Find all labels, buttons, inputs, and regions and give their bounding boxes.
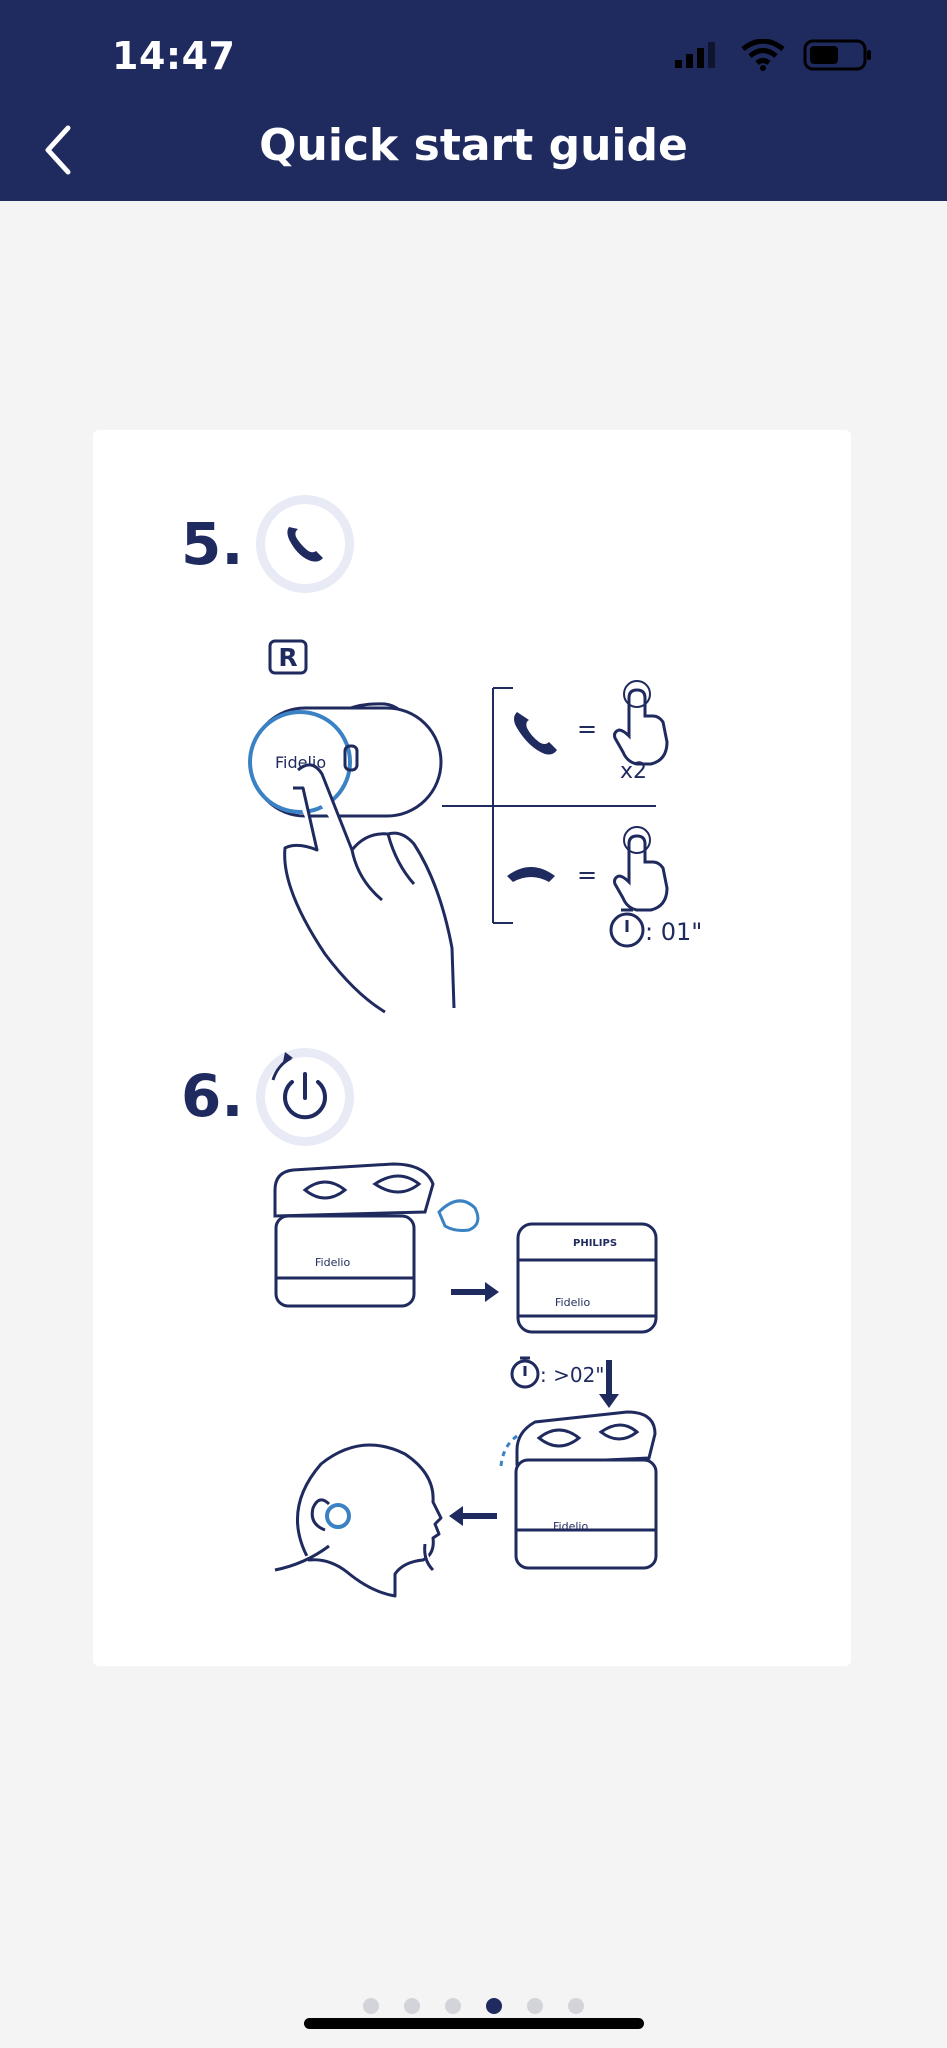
case-brand-philips: PHILIPS <box>573 1238 617 1249</box>
case-closed-drawing <box>516 1222 658 1334</box>
case-brand-text-2: Fidelio <box>555 1296 590 1309</box>
answer-call-icon <box>514 712 557 755</box>
open-wait-text: : >02" <box>540 1363 605 1387</box>
step-5-number: 5. <box>181 510 244 578</box>
side-label-text: R <box>278 643 297 672</box>
right-earbud-label: R <box>268 639 308 675</box>
page-dot-6[interactable] <box>568 1998 584 2014</box>
home-indicator[interactable] <box>304 2018 644 2029</box>
page-title: Quick start guide <box>259 120 688 171</box>
timer-icon <box>609 908 645 948</box>
instruction-illustration: R Fidelio = <box>248 495 702 1598</box>
case-open-drawing <box>273 1162 480 1308</box>
equals-sign-1: = <box>577 715 597 743</box>
status-time: 14:47 <box>112 34 236 78</box>
page-indicator <box>0 1998 947 2014</box>
chevron-left-icon <box>45 125 71 175</box>
page-dot-3[interactable] <box>445 1998 461 2014</box>
timer-icon-2 <box>510 1356 540 1389</box>
power-circle-icon <box>256 1048 354 1146</box>
page-dot-2[interactable] <box>404 1998 420 2014</box>
battery-icon <box>803 39 871 71</box>
tap-count-text: x2 <box>620 759 647 784</box>
end-call-icon <box>507 867 555 882</box>
app-header: 14:47 Quick start guide <box>0 0 947 201</box>
page-dot-5[interactable] <box>527 1998 543 2014</box>
tap-hand-icon <box>613 680 669 766</box>
case-reopened-drawing <box>499 1410 658 1570</box>
arrow-right-1-head <box>485 1282 499 1302</box>
status-icons <box>673 38 873 72</box>
hold-hand-icon <box>613 826 669 912</box>
phone-circle-icon <box>256 495 354 593</box>
equals-sign-2: = <box>577 861 597 889</box>
step-6-number: 6. <box>181 1062 244 1130</box>
wifi-icon <box>741 39 785 71</box>
bracket-divider <box>442 687 656 924</box>
page-dot-4[interactable] <box>486 1998 502 2014</box>
guide-card: 5. 6. R Fidelio <box>93 430 851 1666</box>
back-button[interactable] <box>36 122 84 178</box>
case-brand-text-3: Fidelio <box>553 1520 588 1533</box>
arrow-left-head <box>449 1506 463 1526</box>
hold-duration-text: : 01" <box>645 918 702 946</box>
signal-icon <box>675 42 715 68</box>
arrow-down-head <box>599 1394 619 1408</box>
case-brand-text-1: Fidelio <box>315 1256 350 1269</box>
page-dot-1[interactable] <box>363 1998 379 2014</box>
person-head-drawing <box>274 1443 443 1598</box>
hand-drawing <box>283 763 456 1014</box>
